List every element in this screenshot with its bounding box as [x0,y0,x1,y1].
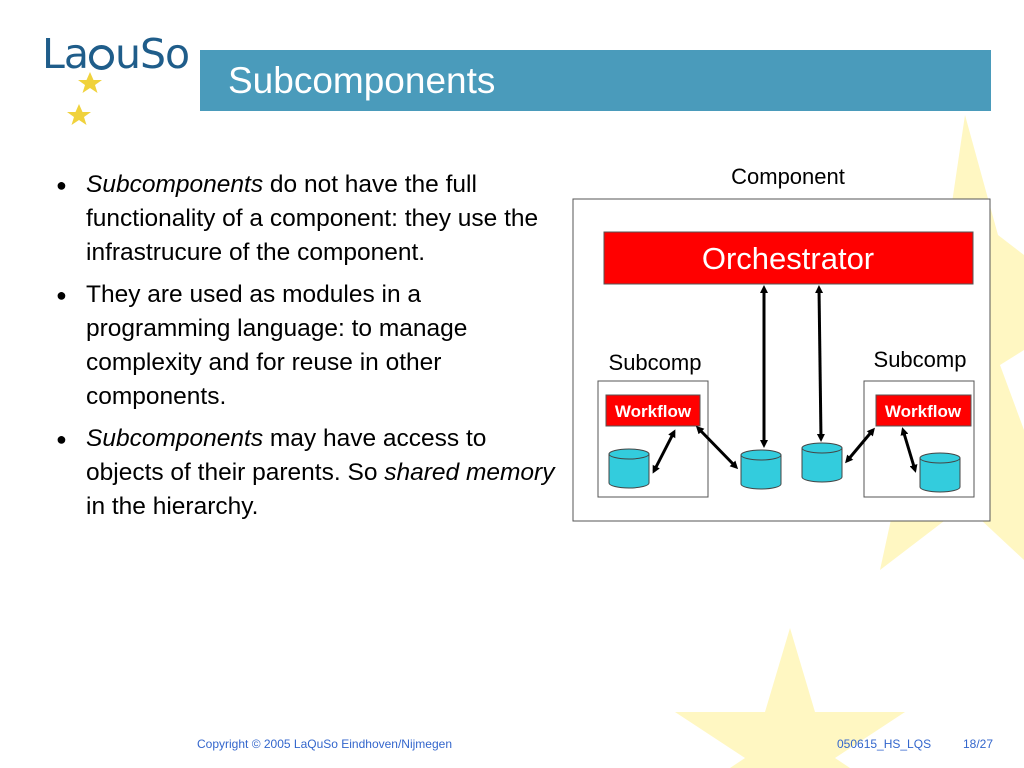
workflow-right-box [875,394,972,427]
orchestrator-label: Orchestrator [702,241,874,276]
arrow-workflow-db [695,425,739,470]
workflow-left-box [605,394,701,427]
logo-star-icon [67,104,91,125]
workflow-left-label: Workflow [615,402,692,421]
workflow-right-label: Workflow [885,402,962,421]
bullet-italic: shared memory [384,459,555,486]
title-bar: Subcomponents [200,50,991,111]
logo-q-circle [88,45,114,70]
bullet-text: in the hierarchy. [86,493,259,520]
bullet-dot-icon: ● [56,175,67,195]
bullet-text: do not have the full functionality of a … [86,171,539,266]
bullet-item: ● Subcomponents do not have the full fun… [56,168,556,270]
bullet-item: ● They are used as modules in a programm… [56,278,556,414]
bullet-italic: Subcomponents [86,425,264,452]
subcomp-right-label: Subcomp [874,347,967,372]
arrow-orchestrator-db [815,285,825,442]
database-icon [919,452,961,493]
footer-page-number: 18/27 [963,737,994,751]
bullet-list: ● Subcomponents do not have the full fun… [56,168,556,532]
logo-text-left: La [42,30,89,78]
logo-stars [67,72,102,125]
bullet-text: They are used as modules in a programmin… [86,281,468,410]
database-icon [608,448,650,489]
bullet-item: ● Subcomponents may have access to objec… [56,422,556,524]
page-title: Subcomponents [228,60,496,101]
logo-star-icon [78,72,102,93]
database-icon [740,449,782,490]
subcomp-left-label: Subcomp [609,350,702,375]
component-label: Component [731,164,845,189]
footer-copyright: Copyright © 2005 LaQuSo Eindhoven/Nijmeg… [197,737,452,751]
orchestrator-box [603,231,974,285]
arrow-workflow-db [652,429,676,474]
bullet-dot-icon: ● [56,429,67,449]
footer-doc-id: 050615_HS_LQS [837,737,932,751]
arrow-workflow-db [900,427,918,473]
bullet-text: may have access to objects of their pare… [86,425,487,486]
background-star-bottom [675,628,905,768]
bullet-italic: Subcomponents [86,171,264,198]
database-icon [801,442,843,483]
arrow-workflow-db [845,427,875,464]
logo-text-right: uSo [114,30,190,78]
bullet-dot-icon: ● [56,285,67,305]
